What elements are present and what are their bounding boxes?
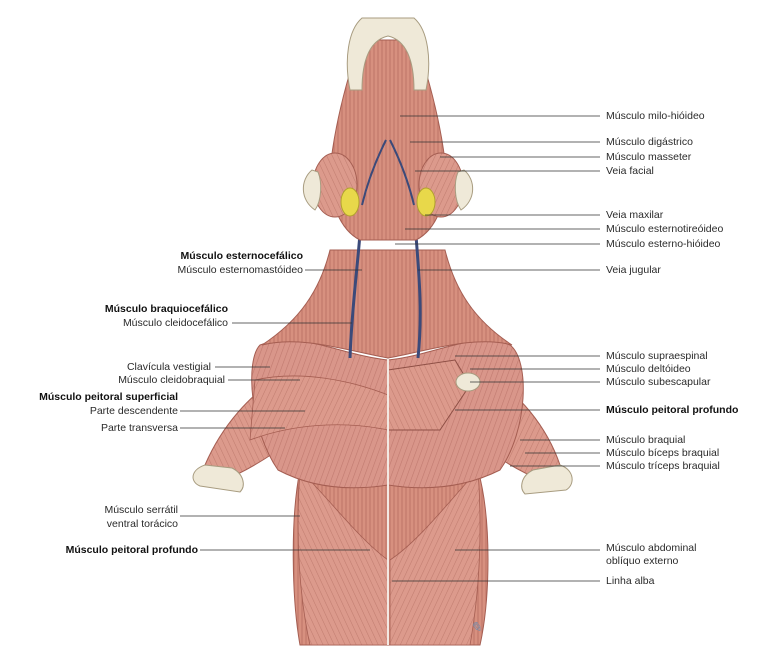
neck (261, 249, 513, 359)
label-braquiocefalico: Músculo braquiocefálico (104, 303, 228, 315)
label-peitoral-profundo-right: Músculo peitoral profundo (606, 404, 739, 416)
label-veia-maxilar: Veia maxilar (606, 209, 664, 221)
label-esternotireoideo: Músculo esternotireóideo (606, 223, 724, 235)
label-digastrico: Músculo digástrico (606, 136, 693, 148)
label-cleidocefalico: Músculo cleidocefálico (122, 317, 228, 329)
label-veia-jugular: Veia jugular (606, 264, 661, 276)
label-biceps: Músculo bíceps braquial (606, 447, 720, 459)
label-parte-descendente: Parte descendente (89, 405, 178, 417)
label-esternomastoideo: Músculo esternomastóideo (177, 264, 303, 276)
label-cleidobraquial: Músculo cleidobraquial (118, 374, 225, 386)
leader-lines (180, 115, 600, 582)
label-subescapular: Músculo subescapular (606, 376, 711, 388)
label-peitoral-superficial: Músculo peitoral superficial (39, 391, 178, 403)
label-deltoideo: Músculo deltóideo (606, 363, 691, 375)
abdominal-oblique (297, 469, 389, 646)
label-veia-facial: Veia facial (606, 165, 654, 177)
label-clavicula: Clavícula vestigial (126, 361, 211, 373)
label-supraespinal: Músculo supraespinal (606, 350, 708, 362)
label-peitoral-profundo-left: Músculo peitoral profundo (65, 544, 198, 556)
svg-text:✎: ✎ (470, 621, 482, 636)
right-ear (454, 169, 474, 211)
label-masseter: Músculo masseter (606, 151, 692, 163)
label-abdominal-2: oblíquo externo (606, 555, 679, 567)
label-esternocefalico: Músculo esternocefálico (180, 250, 303, 262)
left-gland (340, 187, 360, 217)
label-serratil-2: ventral torácico (106, 518, 178, 530)
label-braquial: Músculo braquial (606, 434, 686, 446)
mandible (346, 17, 430, 91)
label-serratil-1: Músculo serrátil (104, 504, 178, 516)
label-milo-hioideo: Músculo milo-hióideo (606, 110, 705, 122)
label-triceps: Músculo tríceps braquial (606, 460, 720, 472)
right-paw (521, 464, 573, 495)
label-esterno-hioideo: Músculo esterno-hióideo (606, 238, 721, 250)
left-ear (302, 169, 322, 211)
label-abdominal-1: Músculo abdominal (606, 542, 697, 554)
left-paw (192, 464, 244, 493)
label-linha-alba: Linha alba (606, 575, 655, 587)
right-gland (416, 187, 436, 217)
label-parte-transversa: Parte transversa (100, 422, 178, 434)
